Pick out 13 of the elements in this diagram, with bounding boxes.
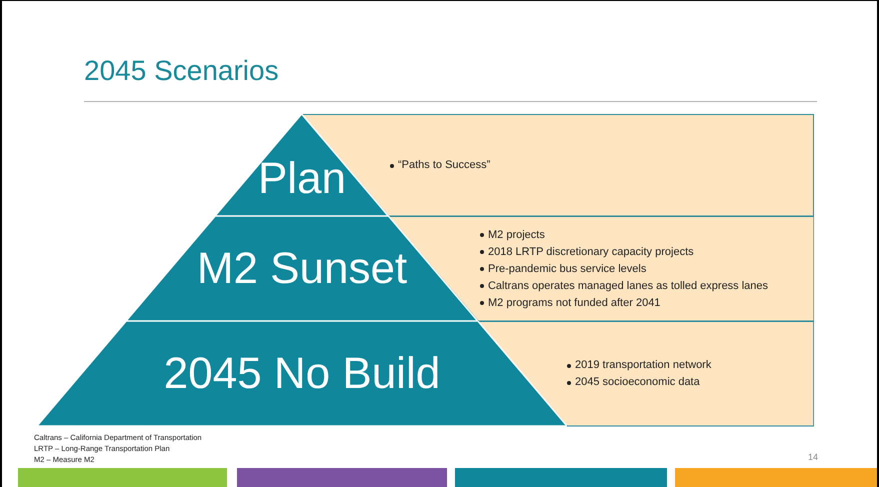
- bullet-text: Pre-pandemic bus service levels: [488, 262, 646, 276]
- bullet-text: “Paths to Success”: [398, 158, 490, 173]
- bullet-text: M2 projects: [488, 228, 545, 242]
- tier-label: M2 Sunset: [196, 246, 408, 290]
- tier-label: Plan: [258, 157, 346, 201]
- bullet-text: 2045 socioeconomic data: [574, 375, 700, 390]
- tier-label: 2045 No Build: [164, 352, 440, 396]
- page-number: 14: [808, 453, 818, 462]
- slide-title: 2045 Scenarios: [84, 57, 279, 85]
- bullet-text: M2 programs not funded after 2041: [488, 296, 660, 310]
- bullet-text: 2019 transportation network: [574, 358, 712, 373]
- bullet-text: Caltrans operates managed lanes as tolled express lanes: [488, 278, 768, 294]
- bullet-text: 2018 LRTP discretionary capacity projects: [488, 244, 694, 260]
